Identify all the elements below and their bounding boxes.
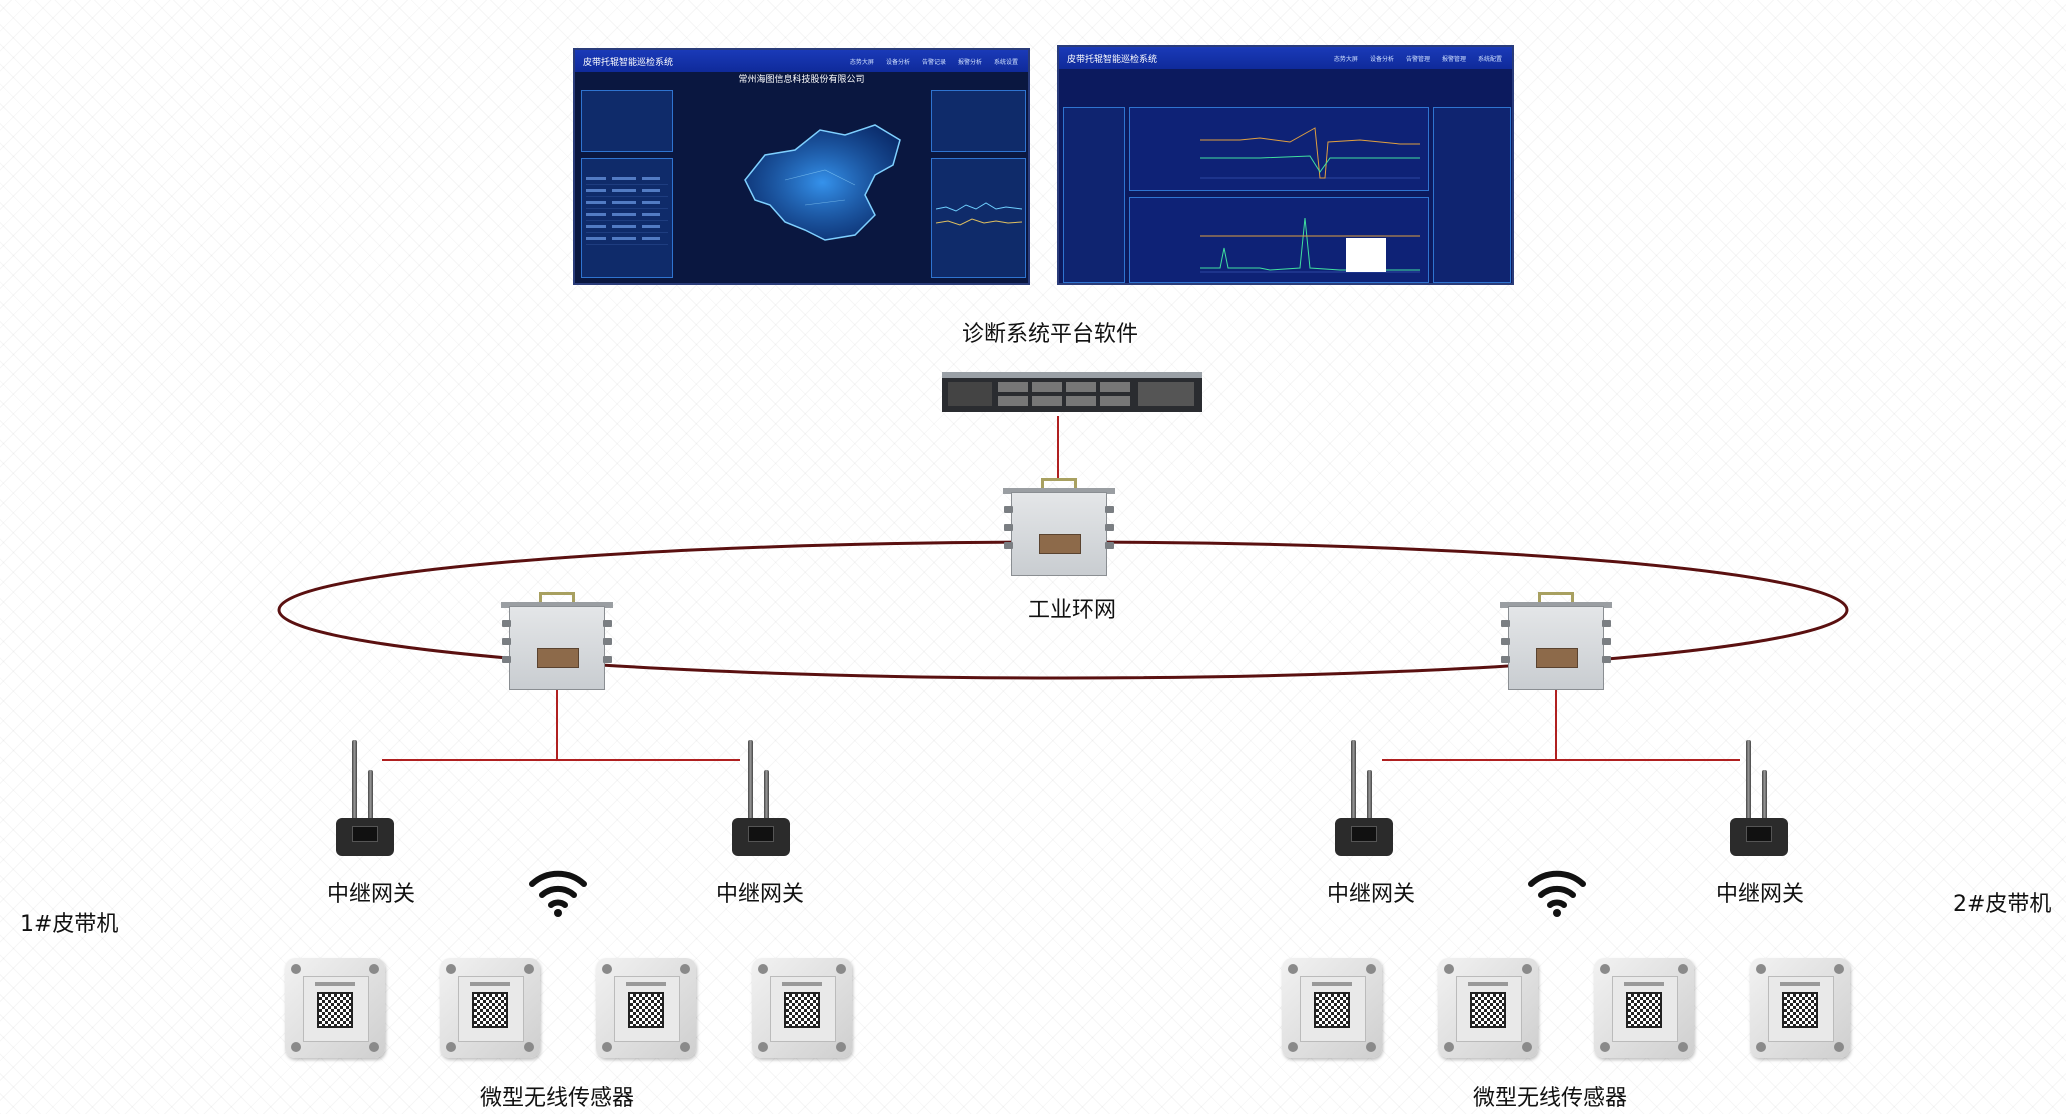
- sensor-icon: [1594, 958, 1694, 1058]
- wifi-icon: [529, 870, 587, 917]
- chart-area-top: [1129, 107, 1429, 191]
- side-menu: [1063, 107, 1125, 283]
- screen-header: 皮带托辊智能巡检系统 态势大屏 设备分析 告警管理 报警管理 系统配置: [1059, 47, 1512, 69]
- sensor-icon: [1282, 958, 1382, 1058]
- gateway-label: 中继网关: [716, 882, 805, 907]
- junction-box-icon: [501, 592, 613, 690]
- sensor-icon: [440, 958, 540, 1058]
- dashboard-screen-right: 皮带托辊智能巡检系统 态势大屏 设备分析 告警管理 报警管理 系统配置: [1057, 45, 1514, 285]
- belt-1-label: 1#皮带机: [20, 912, 119, 937]
- company-name: 常州海图信息科技股份有限公司: [738, 75, 865, 85]
- ring-label: 工业环网: [1028, 598, 1117, 623]
- stats-panel: [581, 90, 673, 152]
- nav-item[interactable]: 报警分析: [957, 58, 982, 66]
- nav-item[interactable]: 系统配置: [1477, 55, 1502, 63]
- gateway-icon: [1329, 740, 1399, 860]
- sensor-icon: [596, 958, 696, 1058]
- gateway-icon: [330, 740, 400, 860]
- junction-box-icon: [1500, 592, 1612, 690]
- belt-2-label: 2#皮带机: [1953, 892, 2052, 917]
- nav-item[interactable]: 告警管理: [1405, 55, 1430, 63]
- sensor-icon: [1438, 958, 1538, 1058]
- nav-item[interactable]: 告警记录: [921, 58, 946, 66]
- nav-item[interactable]: 报警管理: [1441, 55, 1466, 63]
- gateway-label: 中继网关: [327, 882, 416, 907]
- nav-item[interactable]: 态势大屏: [849, 58, 874, 66]
- sensor-label: 微型无线传感器: [1473, 1086, 1628, 1111]
- junction-box-icon: [1003, 478, 1115, 576]
- platform-label: 诊断系统平台软件: [962, 322, 1139, 347]
- screen-title: 皮带托辊智能巡检系统: [583, 57, 674, 68]
- alarm-list: [1433, 107, 1511, 283]
- gateway-icon: [1724, 740, 1794, 860]
- screen-title: 皮带托辊智能巡检系统: [1067, 54, 1158, 65]
- chart-area-bottom: [1129, 197, 1429, 283]
- nav-item[interactable]: 系统设置: [993, 58, 1018, 66]
- device-table-panel: [581, 158, 673, 278]
- nav-item[interactable]: 设备分析: [885, 58, 910, 66]
- sensor-icon: [752, 958, 852, 1058]
- sensor-icon: [285, 958, 385, 1058]
- nav-item[interactable]: 设备分析: [1369, 55, 1394, 63]
- screen-header: 皮带托辊智能巡检系统 态势大屏 设备分析 告警记录 报警分析 系统设置: [575, 50, 1028, 72]
- alarm-panel: [931, 90, 1026, 152]
- sensor-icon: [1750, 958, 1850, 1058]
- gateway-icon: [726, 740, 796, 860]
- server-icon: [942, 372, 1202, 412]
- gateway-label: 中继网关: [1716, 882, 1805, 907]
- wifi-icon: [1528, 870, 1586, 917]
- sensor-label: 微型无线传感器: [480, 1086, 635, 1111]
- dashboard-screen-left: 皮带托辊智能巡检系统 态势大屏 设备分析 告警记录 报警分析 系统设置 常州海图…: [573, 48, 1030, 285]
- nav-item[interactable]: 态势大屏: [1333, 55, 1358, 63]
- china-map-icon: [744, 124, 901, 241]
- gateway-label: 中继网关: [1327, 882, 1416, 907]
- trend-panel: [931, 158, 1026, 278]
